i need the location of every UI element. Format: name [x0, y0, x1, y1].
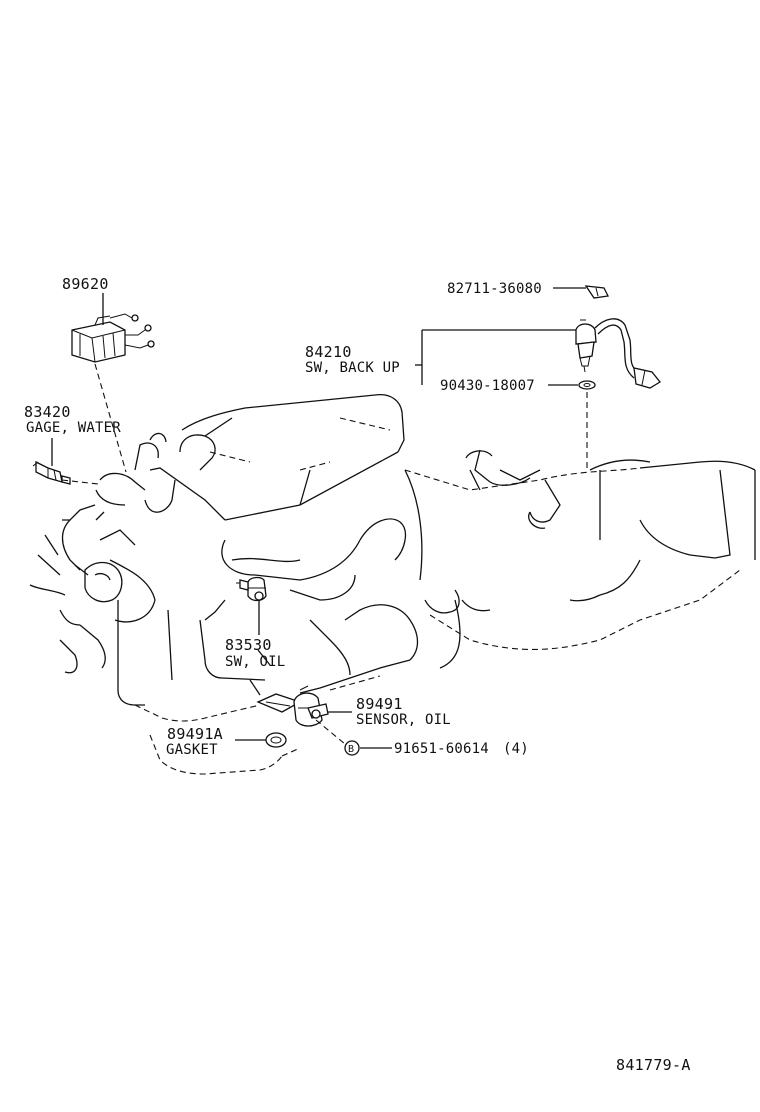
label-90430-number: 90430-18007	[440, 378, 535, 394]
part-89620-illustration	[71, 313, 155, 363]
label-83420-description: GAGE, WATER	[26, 420, 121, 436]
part-84210-illustration	[575, 318, 661, 389]
engine-block-illustration	[29, 394, 756, 775]
label-91651-qty: (4)	[503, 741, 529, 757]
figure-code: 841779-A	[616, 1056, 691, 1074]
label-83530-description: SW, OIL	[225, 654, 285, 670]
label-89491-number: 89491	[356, 695, 403, 713]
label-89491a-description: GASKET	[166, 742, 218, 758]
label-89491a-number: 89491A	[167, 725, 223, 743]
label-82711-number: 82711-36080	[447, 281, 542, 297]
part-90430-illustration	[578, 380, 596, 390]
part-labels: 89620 83420 GAGE, WATER 84210 SW, BACK U…	[24, 275, 691, 1074]
label-89620-number: 89620	[62, 275, 109, 293]
part-83420-illustration	[32, 460, 71, 485]
part-83530-illustration	[236, 576, 267, 602]
leader-lines	[51, 287, 588, 749]
bolt-marker-circle	[344, 740, 360, 756]
part-89491-illustration	[256, 685, 329, 727]
label-83420-number: 83420	[24, 403, 71, 421]
label-91651-number: 91651-60614	[394, 741, 489, 757]
label-91651-marker: B	[348, 744, 354, 755]
part-89491a-illustration	[265, 732, 287, 748]
label-84210-number: 84210	[305, 343, 352, 361]
label-83530-number: 83530	[225, 636, 272, 654]
part-82711-illustration	[584, 285, 609, 299]
label-89491-description: SENSOR, OIL	[356, 712, 451, 728]
label-84210-description: SW, BACK UP	[305, 360, 400, 376]
